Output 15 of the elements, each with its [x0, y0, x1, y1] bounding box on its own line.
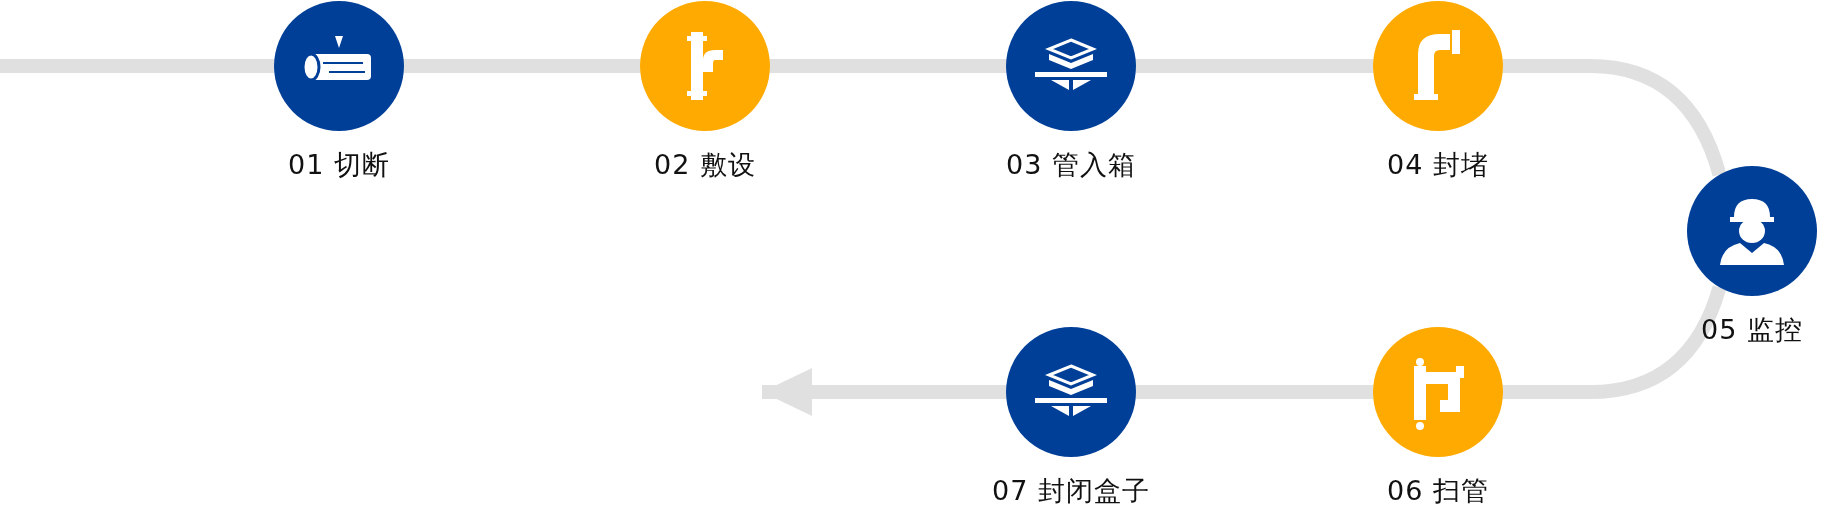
- arrow: [762, 368, 1006, 416]
- connector-line: [1503, 59, 1727, 177]
- step-label: 01 切断: [288, 149, 390, 181]
- step-label: 06 扫管: [1387, 475, 1489, 507]
- step-label: 02 敷设: [654, 149, 756, 181]
- connector-line: [1136, 385, 1373, 399]
- step-label: 05 监控: [1701, 314, 1803, 346]
- connector-line: [0, 59, 274, 73]
- connector-line: [1503, 285, 1727, 399]
- connector-line: [770, 59, 1006, 73]
- connector-line: [404, 59, 640, 73]
- step-label: 04 封堵: [1387, 149, 1489, 181]
- step-label: 03 管入箱: [1006, 149, 1136, 181]
- step-label: 07 封闭盒子: [992, 475, 1150, 507]
- connector-line: [1136, 59, 1373, 73]
